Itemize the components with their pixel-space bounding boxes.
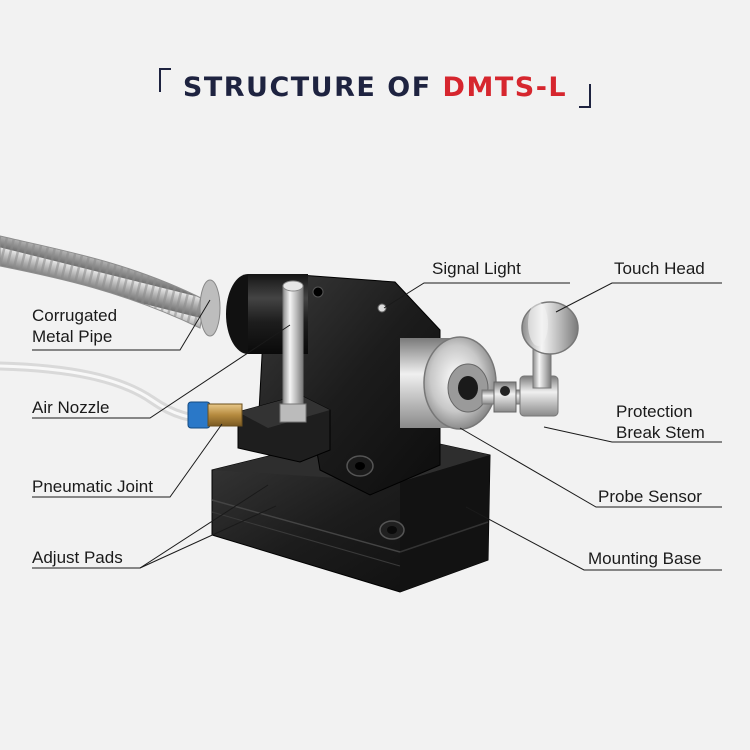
leader-lines bbox=[32, 282, 722, 571]
leader-probe bbox=[459, 427, 722, 508]
leader-adjust-pads-2 bbox=[139, 505, 277, 569]
label-corrugated-2: Metal Pipe bbox=[32, 327, 113, 346]
label-air-nozzle: Air Nozzle bbox=[32, 398, 110, 417]
leader-corrugated bbox=[32, 299, 211, 351]
title-accent: DMTS-L bbox=[442, 72, 568, 103]
leader-air-nozzle bbox=[32, 324, 291, 419]
label-probe-sensor: Probe Sensor bbox=[598, 487, 702, 506]
label-protection-2: Break Stem bbox=[616, 423, 705, 442]
leader-signal bbox=[383, 282, 570, 309]
label-pneumatic-joint: Pneumatic Joint bbox=[32, 477, 153, 496]
label-mounting-base: Mounting Base bbox=[588, 549, 702, 568]
label-touch-head: Touch Head bbox=[614, 259, 705, 278]
title-bracket-left bbox=[158, 68, 171, 92]
pneumatic-joint-blue bbox=[187, 401, 211, 429]
pneumatic-joint-brass bbox=[207, 403, 243, 427]
page-title: STRUCTURE OF DMTS-L bbox=[158, 66, 592, 110]
title-main: STRUCTURE OF bbox=[182, 72, 443, 103]
label-protection-1: Protection bbox=[616, 402, 693, 421]
label-signal-light: Signal Light bbox=[432, 259, 521, 278]
label-adjust-pads: Adjust Pads bbox=[32, 548, 123, 567]
corrugated-pipe bbox=[0, 235, 206, 329]
air-nozzle-pin bbox=[282, 285, 304, 409]
leader-pneumatic bbox=[32, 423, 223, 498]
leader-protection bbox=[543, 426, 722, 443]
leader-mounting bbox=[465, 506, 722, 571]
leader-touch bbox=[555, 282, 722, 313]
title-bracket-right bbox=[579, 84, 592, 108]
signal-light-dot bbox=[377, 303, 387, 313]
title-block: STRUCTURE OF DMTS-L bbox=[0, 66, 750, 110]
label-corrugated-1: Corrugated bbox=[32, 306, 118, 325]
